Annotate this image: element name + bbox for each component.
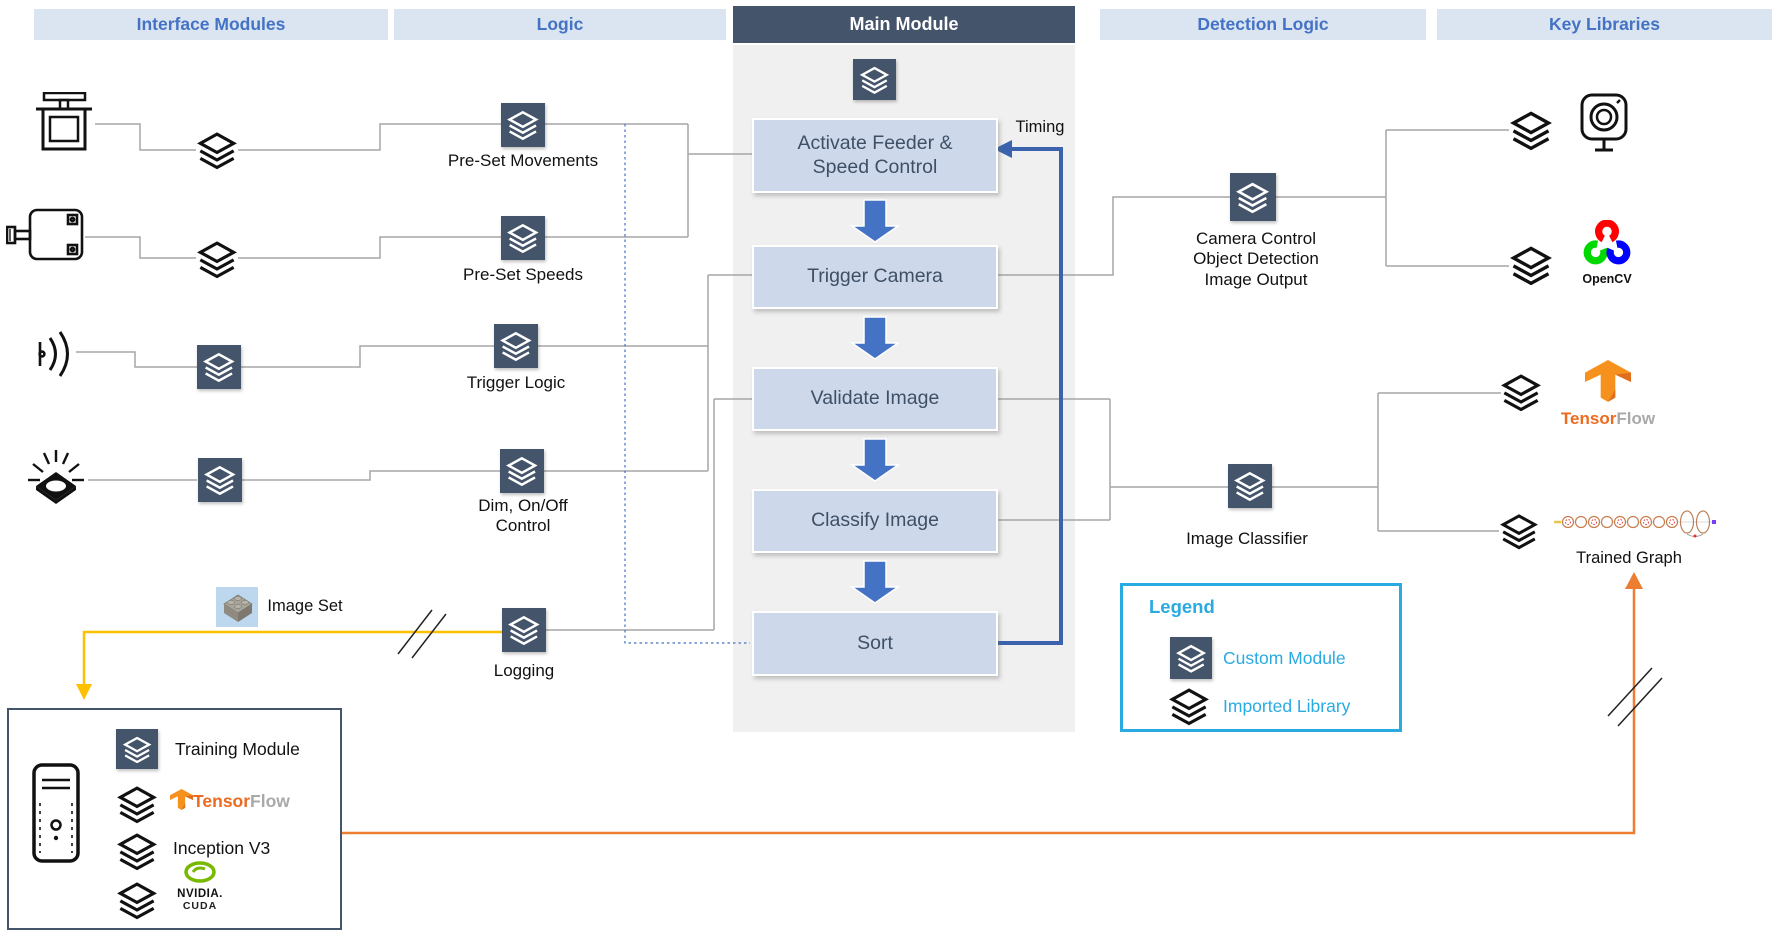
step-trigger-camera: Trigger Camera bbox=[752, 245, 998, 309]
step-sort: Sort bbox=[752, 611, 998, 676]
legend-custom-module-label: Custom Module bbox=[1223, 648, 1346, 668]
inception-label: Inception V3 bbox=[173, 838, 271, 858]
training-module-icon bbox=[116, 729, 158, 769]
image-set-arrowhead bbox=[76, 684, 92, 700]
desktop-tower-icon bbox=[32, 763, 80, 863]
timing-feedback-line bbox=[998, 147, 1063, 645]
training-tf-label-secondary: Flow bbox=[250, 791, 290, 811]
inception-layers-icon bbox=[116, 831, 158, 871]
stepper-library-layers-icon bbox=[196, 239, 238, 279]
tensorflow-icon bbox=[1585, 360, 1631, 402]
nvidia-label: NVIDIA. bbox=[177, 888, 223, 900]
dotted-logging-line bbox=[624, 124, 750, 644]
trained-graph-library-layers-icon bbox=[1499, 512, 1539, 550]
tensorflow-label-primary: Tensor bbox=[1560, 409, 1617, 428]
legend-title: Legend bbox=[1149, 596, 1215, 617]
step-classify-image: Classify Image bbox=[752, 489, 998, 553]
timing-label: Timing bbox=[1015, 118, 1065, 136]
pre-set-movements-label: Pre-Set Movements bbox=[447, 151, 599, 170]
trained-graph-label: Trained Graph bbox=[1576, 549, 1682, 567]
trigger-logic-label: Trigger Logic bbox=[466, 373, 566, 392]
training-tf-label-primary: Tensor bbox=[193, 791, 251, 811]
opencv-logo: OpenCV bbox=[1578, 219, 1636, 286]
custom-module-icon bbox=[1170, 637, 1212, 679]
camera-icon bbox=[1580, 93, 1628, 152]
logging-module-icon bbox=[502, 608, 546, 652]
sensor-module-icon bbox=[197, 345, 241, 389]
opencv-icon bbox=[1583, 219, 1631, 265]
servo-motor-icon bbox=[36, 92, 92, 151]
header-key-libraries: Key Libraries bbox=[1437, 9, 1772, 40]
tensorflow-icon-small bbox=[170, 789, 193, 810]
pre-set-speeds-module-icon bbox=[501, 216, 545, 260]
light-module-icon bbox=[198, 458, 242, 502]
header-detection-logic: Detection Logic bbox=[1100, 9, 1426, 40]
training-tensorflow-logo: TensorFlow bbox=[170, 789, 290, 812]
image-set-thumbnail bbox=[216, 587, 258, 627]
dim-control-module-icon bbox=[500, 449, 544, 493]
opencv-library-layers-icon bbox=[1509, 244, 1553, 286]
training-module-label: Training Module bbox=[175, 739, 300, 759]
tensorflow-label-secondary: Flow bbox=[1616, 409, 1656, 428]
cuda-label: CUDA bbox=[182, 900, 218, 912]
pre-set-speeds-label: Pre-Set Speeds bbox=[462, 265, 584, 284]
image-set-line bbox=[82, 630, 503, 686]
pre-set-movements-module-icon bbox=[501, 103, 545, 147]
header-logic: Logic bbox=[394, 9, 726, 40]
header-interface-modules: Interface Modules bbox=[34, 9, 388, 40]
trigger-logic-module-icon bbox=[494, 324, 538, 368]
camera-control-label: Camera Control Object Detection Image Ou… bbox=[1193, 229, 1319, 289]
opencv-label: OpenCV bbox=[1582, 272, 1632, 286]
line-break-marks bbox=[397, 609, 1663, 727]
trained-graph-thumbnail bbox=[1554, 510, 1716, 538]
logging-label: Logging bbox=[493, 661, 555, 680]
trained-graph-line bbox=[342, 588, 1636, 835]
tensorflow-logo: TensorFlow bbox=[1556, 360, 1660, 429]
proximity-sensor-icon bbox=[38, 331, 69, 377]
header-main-module: Main Module bbox=[733, 6, 1075, 43]
cuda-layers-icon bbox=[116, 880, 158, 920]
image-classifier-module-icon bbox=[1228, 464, 1272, 508]
stepper-motor-icon bbox=[6, 208, 84, 261]
dim-control-label: Dim, On/Off Control bbox=[478, 496, 568, 536]
flow-arrows bbox=[849, 199, 901, 604]
camera-control-module-icon bbox=[1230, 173, 1276, 221]
imported-library-icon bbox=[1168, 686, 1210, 726]
training-tensorflow-layers-icon bbox=[116, 784, 158, 824]
main-module-icon bbox=[853, 59, 896, 100]
light-icon bbox=[28, 450, 84, 504]
servo-library-layers-icon bbox=[196, 130, 238, 170]
camera-library-layers-icon bbox=[1509, 109, 1553, 151]
trained-graph-arrowhead bbox=[1625, 572, 1643, 589]
image-classifier-label: Image Classifier bbox=[1186, 529, 1308, 548]
step-validate-image: Validate Image bbox=[752, 367, 998, 431]
nvidia-cuda-logo: NVIDIA. CUDA bbox=[174, 861, 226, 912]
training-box bbox=[7, 708, 342, 930]
nvidia-eye-icon bbox=[184, 861, 216, 883]
image-set-label: Image Set bbox=[267, 597, 343, 615]
tensorflow-library-layers-icon bbox=[1501, 371, 1541, 413]
brick-image-icon bbox=[223, 594, 253, 622]
legend-imported-library-label: Imported Library bbox=[1223, 696, 1351, 716]
timing-arrowhead bbox=[994, 140, 1012, 158]
legend: Legend Custom Module Imported Library bbox=[1120, 583, 1402, 732]
step-activate-feeder: Activate Feeder & Speed Control bbox=[752, 118, 998, 193]
